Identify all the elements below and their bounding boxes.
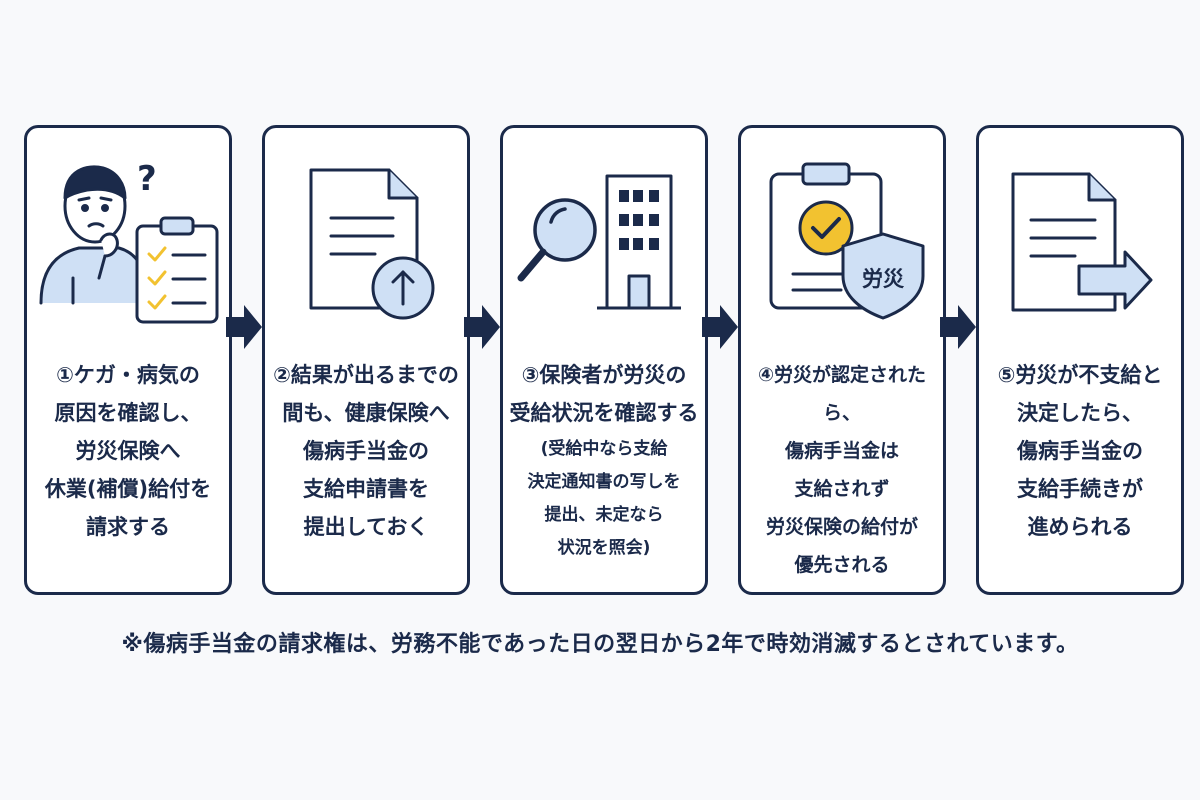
step-4-text: ④労災が認定されたら、 傷病手当金は 支給されず 労災保険の給付が 優先される — [757, 364, 927, 576]
arrow-right-icon — [226, 305, 262, 349]
step-card-4: 労災 ④労災が認定されたら、 傷病手当金は 支給されず 労災保険の給付が 優先さ… — [738, 125, 946, 595]
step-5-text: ⑤労災が不支給と 決定したら、 傷病手当金の 支給手続きが 進められる — [997, 363, 1163, 539]
step-3-text: ③保険者が労災の 受給状況を確認する — [509, 363, 699, 425]
step-3-illustration — [503, 128, 705, 328]
arrow-right-icon — [702, 305, 738, 349]
thinking-person-icon — [39, 165, 149, 305]
magnifier-icon — [517, 198, 597, 282]
building-icon — [597, 174, 681, 310]
question-mark-icon: ? — [137, 159, 157, 199]
step-3-note: (受給中なら支給 決定通知書の写しを 提出、未定なら 状況を照会) — [527, 439, 681, 558]
step-2-illustration — [265, 128, 467, 328]
arrow-right-icon — [940, 305, 976, 349]
document-upload-icon — [309, 168, 435, 320]
svg-text:?: ? — [137, 159, 157, 199]
step-card-1: ? ①ケガ・病気の 原因を確認し、 労災保険へ 休業(補償)給付を 請求する — [24, 125, 232, 595]
step-card-3: ③保険者が労災の 受給状況を確認する (受給中なら支給 決定通知書の写しを 提出… — [500, 125, 708, 595]
step-4-illustration: 労災 — [741, 128, 943, 328]
document-forward-icon — [1011, 172, 1153, 312]
step-1-illustration: ? — [27, 128, 229, 328]
step-card-5: ⑤労災が不支給と 決定したら、 傷病手当金の 支給手続きが 進められる — [976, 125, 1184, 595]
shield-icon — [841, 232, 925, 320]
step-5-illustration — [979, 128, 1181, 328]
clipboard-checklist-icon — [135, 216, 219, 324]
step-2-text: ②結果が出るまでの 間も、健康保険へ 傷病手当金の 支給申請書を 提出しておく — [273, 363, 459, 539]
arrow-right-icon — [464, 305, 500, 349]
shield-badge-label: 労災 — [862, 267, 905, 291]
step-1-text: ①ケガ・病気の 原因を確認し、 労災保険へ 休業(補償)給付を 請求する — [44, 363, 212, 539]
step-card-2: ②結果が出るまでの 間も、健康保険へ 傷病手当金の 支給申請書を 提出しておく — [262, 125, 470, 595]
footnote: ※傷病手当金の請求権は、労務不能であった日の翌日から2年で時効消滅するとされてい… — [121, 632, 1079, 657]
